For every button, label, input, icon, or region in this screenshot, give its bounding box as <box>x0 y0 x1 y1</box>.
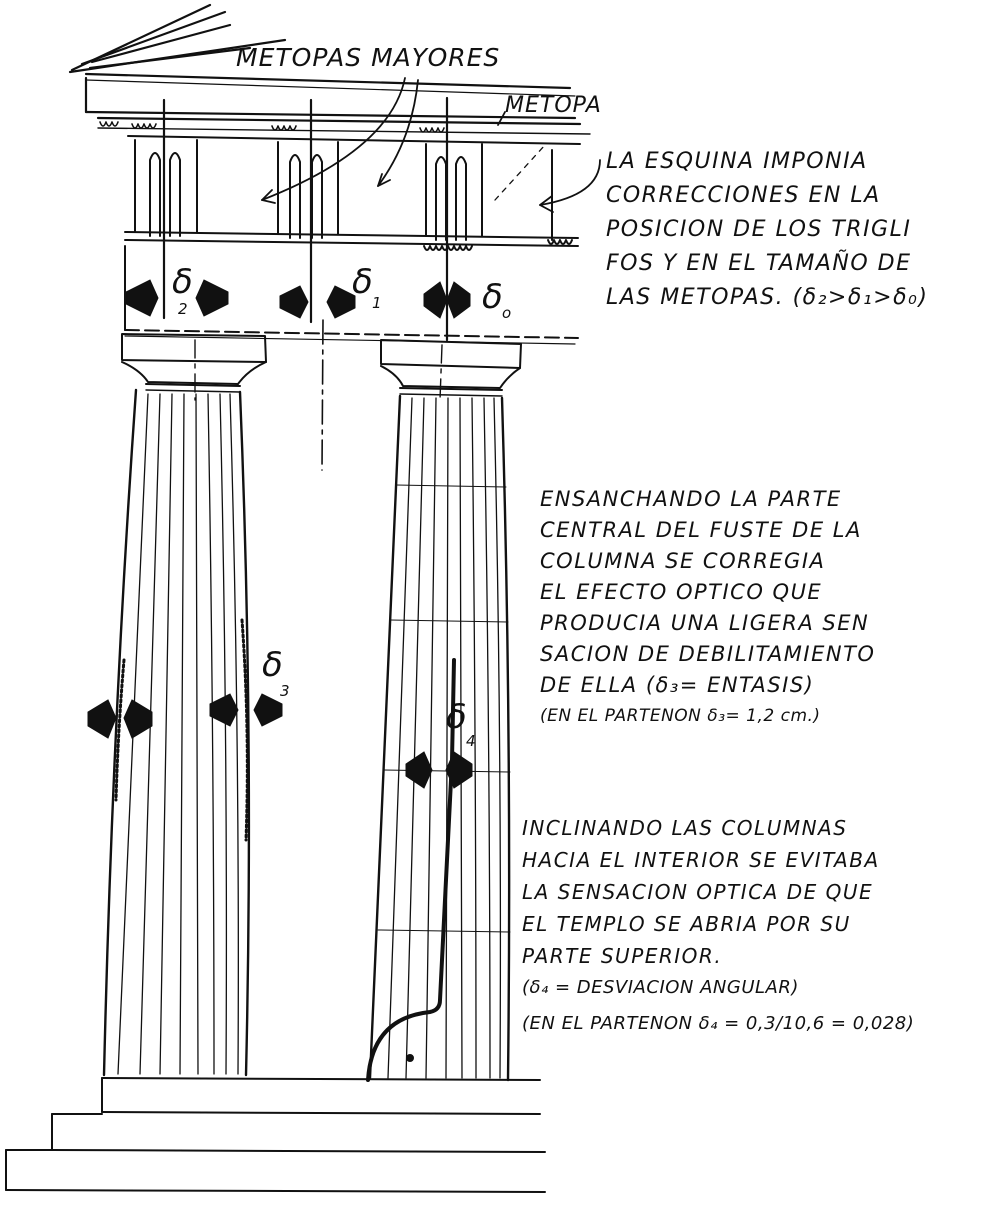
note-line: POSICION DE LOS TRIGLI <box>606 217 912 242</box>
note-line: DE ELLA (δ₃= ENTASIS) <box>540 673 815 697</box>
label-delta1-sub: 1 <box>372 294 383 312</box>
label-delta1: δ <box>352 262 374 302</box>
note-inclination: INCLINANDO LAS COLUMNAS HACIA EL INTERIO… <box>522 812 914 1044</box>
note-inclination-parthenon: (EN EL PARTENON δ₄ = 0,3/10,6 = 0,028) <box>522 1013 915 1034</box>
note-line: PRODUCIA UNA LIGERA SEN <box>540 611 870 635</box>
note-line: PARTE SUPERIOR. <box>522 944 723 968</box>
arrow-delta1-left <box>279 285 309 319</box>
label-metopa: METOPA <box>505 93 602 118</box>
label-delta4: δ <box>446 697 468 737</box>
label-delta0-sub: o <box>502 304 512 322</box>
note-line: INCLINANDO LAS COLUMNAS <box>522 816 848 840</box>
note-line: ENSANCHANDO LA PARTE <box>540 487 842 511</box>
right-column <box>366 339 522 1082</box>
note-line: CORRECCIONES EN LA <box>606 183 881 208</box>
note-line: LA SENSACION OPTICA DE QUE <box>522 880 874 904</box>
cornice <box>68 3 591 135</box>
arrow-delta4-right <box>445 751 473 789</box>
label-delta4-sub: 4 <box>466 732 477 750</box>
note-line: SACION DE DEBILITAMIENTO <box>540 642 876 666</box>
arrow-delta3-right-inner <box>253 693 283 727</box>
label-delta2-sub: 2 <box>178 300 189 318</box>
arrow-delta1-right <box>326 285 356 319</box>
left-column <box>102 333 267 1077</box>
note-line: FOS Y EN EL TAMAÑO DE <box>606 251 912 276</box>
arrow-delta0-left <box>423 281 448 319</box>
arrow-delta2-left <box>125 279 159 317</box>
note-line: HACIA EL INTERIOR SE EVITABA <box>522 848 880 872</box>
frieze <box>124 135 581 251</box>
arrow-delta2-right <box>195 279 229 317</box>
note-line: (δ₄ = DESVIACION ANGULAR) <box>522 977 799 998</box>
note-line: CENTRAL DEL FUSTE DE LA <box>540 518 862 542</box>
note-triglyph-corrections: LA ESQUINA IMPONIA CORRECCIONES EN LA PO… <box>606 145 928 315</box>
arrow-delta3-left-inner <box>123 699 153 739</box>
label-delta2: δ <box>172 262 194 302</box>
note-line: COLUMNA SE CORREGIA <box>540 549 826 573</box>
arrow-delta3-left-outer <box>87 699 117 739</box>
arrow-delta3-right-outer <box>209 693 239 727</box>
note-line: LA ESQUINA IMPONIA <box>606 149 868 174</box>
note-line: LAS METOPAS. (δ₂>δ₁>δ₀) <box>606 285 929 310</box>
leader-arrows <box>261 77 601 213</box>
label-delta0: δ <box>482 277 504 317</box>
steps <box>5 1077 546 1193</box>
dimension-arrows <box>87 279 473 789</box>
note-entasis: ENSANCHANDO LA PARTE CENTRAL DEL FUSTE D… <box>540 484 875 731</box>
label-delta3-sub: 3 <box>280 682 291 700</box>
label-delta3: δ <box>262 645 284 685</box>
arrow-delta4-left <box>405 751 433 789</box>
note-line: EL EFECTO OPTICO QUE <box>540 580 823 604</box>
arrow-delta0-right <box>446 281 471 319</box>
note-line: EL TEMPLO SE ABRIA POR SU <box>522 912 851 936</box>
label-metopas-mayores: METOPAS MAYORES <box>236 43 500 72</box>
note-entasis-parthenon: (EN EL PARTENON δ₃= 1,2 cm.) <box>540 706 821 726</box>
